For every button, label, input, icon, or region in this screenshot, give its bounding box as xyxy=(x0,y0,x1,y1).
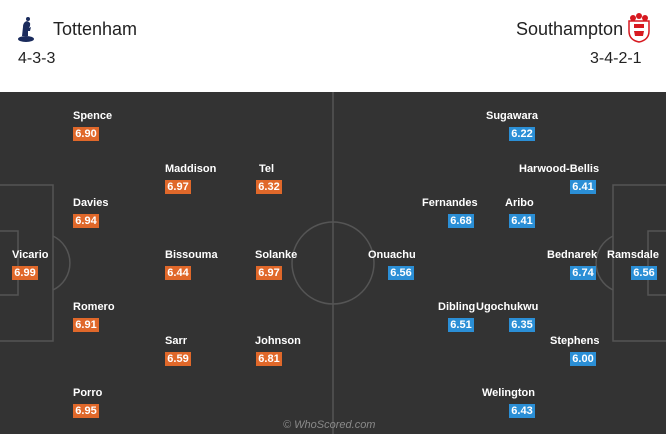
player-name: Ramsdale xyxy=(607,249,659,261)
pitch-markings xyxy=(0,92,666,434)
player-name: Dibling xyxy=(438,301,476,313)
player-name: Welington xyxy=(482,387,535,399)
pitch: © WhoScored.com xyxy=(0,92,666,434)
player-name: Bissouma xyxy=(165,249,218,261)
player-rating-badge: 6.22 xyxy=(509,127,535,141)
player-rating-badge: 6.32 xyxy=(256,180,282,194)
player-rating-badge: 6.00 xyxy=(570,352,596,366)
player-rating-badge: 6.44 xyxy=(165,266,191,280)
player-rating-badge: 6.56 xyxy=(388,266,414,280)
player-name: Davies xyxy=(73,197,109,209)
player-rating-badge: 6.56 xyxy=(631,266,657,280)
player-rating-badge: 6.59 xyxy=(165,352,191,366)
player-name: Sarr xyxy=(165,335,188,347)
player-name: Fernandes xyxy=(422,197,478,209)
player-rating-badge: 6.43 xyxy=(509,404,535,418)
away-formation: 3-4-2-1 xyxy=(590,50,642,67)
player-name: Solanke xyxy=(255,249,298,261)
player-name: Tel xyxy=(259,163,275,175)
southampton-crest-icon xyxy=(628,13,650,43)
player-rating-badge: 6.94 xyxy=(73,214,99,228)
player-name: Johnson xyxy=(255,335,301,347)
player-name: Maddison xyxy=(165,163,217,175)
player-rating-badge: 6.35 xyxy=(509,318,535,332)
player-name: Vicario xyxy=(12,249,49,261)
player-name: Porro xyxy=(73,387,103,399)
player-rating-badge: 6.41 xyxy=(570,180,596,194)
whoscored-watermark: © WhoScored.com xyxy=(283,419,376,431)
home-formation: 4-3-3 xyxy=(18,50,56,67)
player-name: Spence xyxy=(73,110,113,122)
player-name: Harwood-Bellis xyxy=(519,163,600,175)
player-rating-badge: 6.97 xyxy=(256,266,282,280)
home-team-name: Tottenham xyxy=(53,19,138,39)
player-rating-badge: 6.95 xyxy=(73,404,99,418)
player-name: Romero xyxy=(73,301,115,313)
away-team-name: Southampton xyxy=(516,19,624,39)
player-name: Ugochukwu xyxy=(476,301,539,313)
match-header: Tottenham 4-3-3 Southampton 3-4-2-1 xyxy=(0,0,666,92)
player-rating-badge: 6.81 xyxy=(256,352,282,366)
player-name: Sugawara xyxy=(486,110,538,122)
tottenham-crest-icon xyxy=(18,17,34,42)
player-rating-badge: 6.51 xyxy=(448,318,474,332)
player-rating-badge: 6.41 xyxy=(509,214,535,228)
player-name: Aribo xyxy=(505,197,534,209)
player-rating-badge: 6.74 xyxy=(570,266,596,280)
player-rating-badge: 6.91 xyxy=(73,318,99,332)
player-name: Onuachu xyxy=(368,249,416,261)
player-name: Stephens xyxy=(550,335,600,347)
player-rating-badge: 6.99 xyxy=(12,266,38,280)
player-rating-badge: 6.90 xyxy=(73,127,99,141)
player-name: Bednarek xyxy=(547,249,598,261)
player-rating-badge: 6.68 xyxy=(448,214,474,228)
player-rating-badge: 6.97 xyxy=(165,180,191,194)
